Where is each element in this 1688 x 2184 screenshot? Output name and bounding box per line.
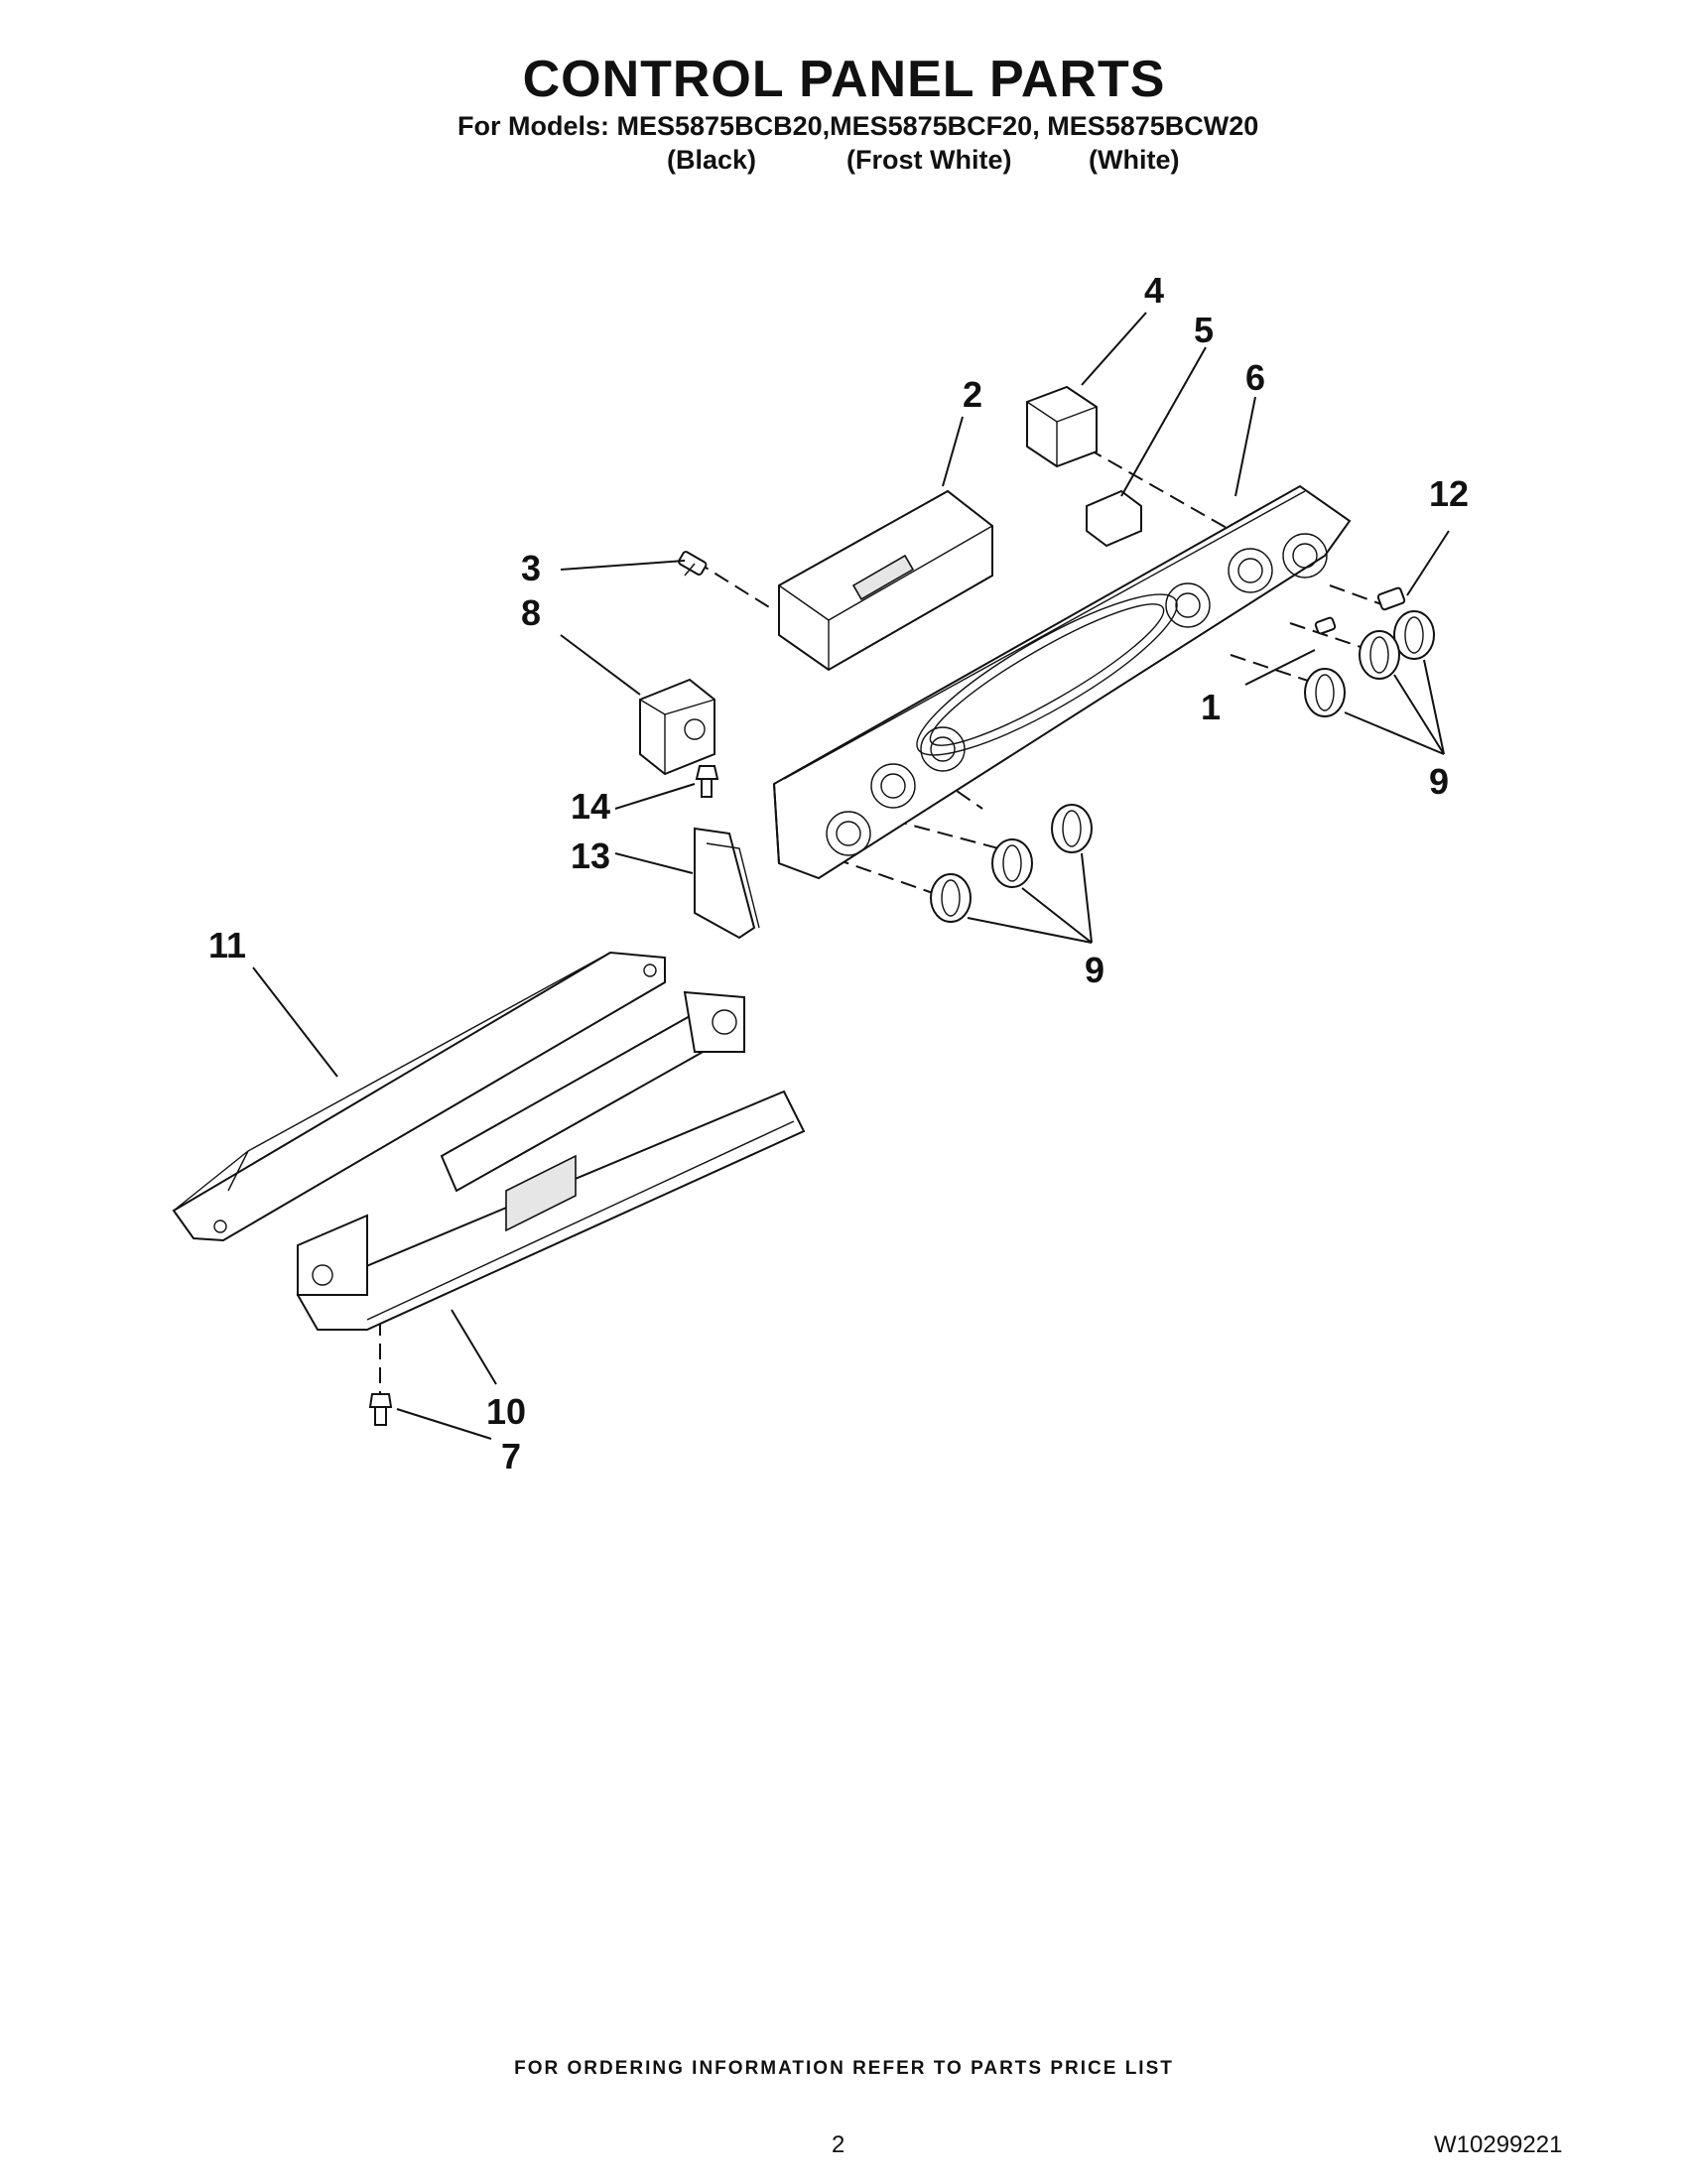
- callout-12: 12: [1429, 473, 1469, 514]
- part-9-knob: [991, 838, 1033, 888]
- part-9-knob: [1304, 668, 1346, 717]
- panel-dial-4: [1165, 582, 1211, 628]
- part-9-knob: [930, 873, 972, 923]
- part-8-switch: [639, 678, 715, 776]
- part-7-screw: [368, 1393, 393, 1426]
- document-number: W10299221: [1434, 2131, 1563, 2158]
- variant-black: (Black): [667, 145, 757, 175]
- callout-7: 7: [501, 1436, 521, 1477]
- part-2-control-board: [778, 489, 993, 672]
- variant-white: (White): [1089, 145, 1180, 175]
- part-6-console-panel: [772, 484, 1352, 880]
- part-3-screw: [678, 551, 708, 577]
- variant-frost-white: (Frost White): [846, 145, 1012, 175]
- panel-dial-1: [826, 811, 871, 856]
- callout-3: 3: [521, 548, 541, 588]
- callout-5: 5: [1194, 310, 1214, 350]
- callout-11: 11: [208, 925, 246, 965]
- part-10-bracket: [296, 990, 806, 1331]
- page-title: CONTROL PANEL PARTS: [522, 51, 1166, 108]
- callout-14: 14: [571, 786, 610, 827]
- part-14-screw: [695, 765, 719, 798]
- part-12-screw: [1376, 586, 1406, 611]
- panel-dial-5: [1228, 548, 1273, 593]
- panel-dial-3: [920, 726, 966, 772]
- part-9-knob: [1051, 804, 1093, 853]
- part-9-knob: [1359, 630, 1400, 680]
- callout-6: 6: [1245, 357, 1265, 398]
- panel-dial-2: [870, 763, 916, 809]
- leader-lines: [252, 312, 1450, 1440]
- assembly-guide-lines: [379, 436, 1385, 1394]
- callout-10: 10: [486, 1391, 526, 1432]
- callout-9-left: 9: [1085, 950, 1104, 990]
- callout-9-right: 9: [1429, 761, 1449, 802]
- callout-13: 13: [571, 835, 610, 876]
- page-number: 2: [832, 2131, 845, 2158]
- part-13-trim: [694, 827, 760, 940]
- callout-labels: 1 2 3 4 5 6 7 8 9 9 10 11 12 13 14: [208, 270, 1469, 1477]
- part-4-switch: [1026, 385, 1098, 468]
- part-1-pin: [1314, 616, 1337, 635]
- part-9-knob: [1393, 610, 1435, 660]
- ordering-note: FOR ORDERING INFORMATION REFER TO PARTS …: [514, 2058, 1174, 2079]
- panel-dial-6: [1282, 533, 1328, 578]
- callout-4: 4: [1144, 270, 1164, 311]
- callout-2: 2: [963, 374, 982, 415]
- callout-8: 8: [521, 592, 541, 633]
- callout-1: 1: [1201, 687, 1221, 727]
- models-line: For Models: MES5875BCB20,MES5875BCF20, M…: [457, 111, 1259, 141]
- part-5-switch: [1086, 489, 1142, 548]
- part-11-trim-strip: [172, 951, 666, 1242]
